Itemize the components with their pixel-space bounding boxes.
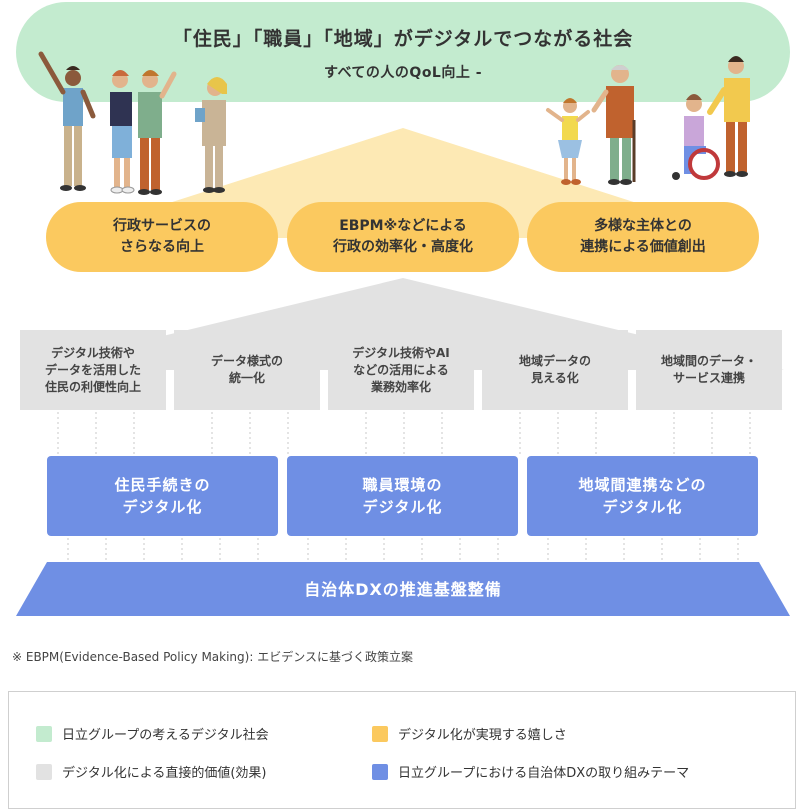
legend-swatch-gray	[36, 763, 52, 780]
person-icon	[672, 94, 720, 180]
legend-swatch-yellow	[372, 725, 388, 742]
value-pill-collaboration: 多様な主体との 連携による価値創出	[527, 202, 759, 272]
direct-value-box: データ様式の 統一化	[174, 330, 320, 410]
value-pill-service: 行政サービスの さらなる向上	[46, 202, 278, 272]
legend-label: 日立グループの考えるデジタル社会	[62, 728, 269, 743]
direct-value-box: デジタル技術やAI などの活用による 業務効率化	[328, 330, 474, 410]
direct-value-box: デジタル技術や データを活用した 住民の利便性向上	[20, 330, 166, 410]
theme-box-resident: 住民手続きの デジタル化	[47, 456, 278, 536]
theme-box-regional: 地域間連携などの デジタル化	[527, 456, 758, 536]
direct-value-box: 地域間のデータ・ サービス連携	[636, 330, 782, 410]
connector-lines-upper	[57, 412, 751, 454]
footnote: ※ EBPM(Evidence-Based Policy Making): エビ…	[12, 650, 413, 664]
value-pill-ebpm: EBPM※などによる 行政の効率化・高度化	[287, 202, 519, 272]
direct-value-box: 地域データの 見える化	[482, 330, 628, 410]
legend-swatch-blue	[372, 763, 388, 780]
legend-item: 日立グループの考えるデジタル社会	[36, 724, 269, 743]
legend-label: 日立グループにおける自治体DXの取り組みテーマ	[398, 766, 690, 781]
legend-item: デジタル化が実現する嬉しさ	[372, 724, 567, 743]
legend-item: 日立グループにおける自治体DXの取り組みテーマ	[372, 762, 689, 781]
legend-swatch-green	[36, 725, 52, 742]
theme-box-staff: 職員環境の デジタル化	[287, 456, 518, 536]
vision-banner	[16, 2, 790, 102]
legend-label: デジタル化が実現する嬉しさ	[398, 728, 567, 743]
person-icon	[546, 98, 590, 185]
legend-item: デジタル化による直接的価値(効果)	[36, 762, 267, 781]
vision-subtitle: すべての人のQoL向上 -	[323, 65, 483, 81]
legend-box	[8, 691, 796, 809]
legend-label: デジタル化による直接的価値(効果)	[62, 766, 267, 781]
foundation-label: 自治体DXの推進基盤整備	[304, 580, 502, 599]
vision-title: 「住民」「職員」「地域」がデジタルでつながる社会	[172, 28, 634, 50]
connector-lines-lower	[67, 538, 739, 562]
